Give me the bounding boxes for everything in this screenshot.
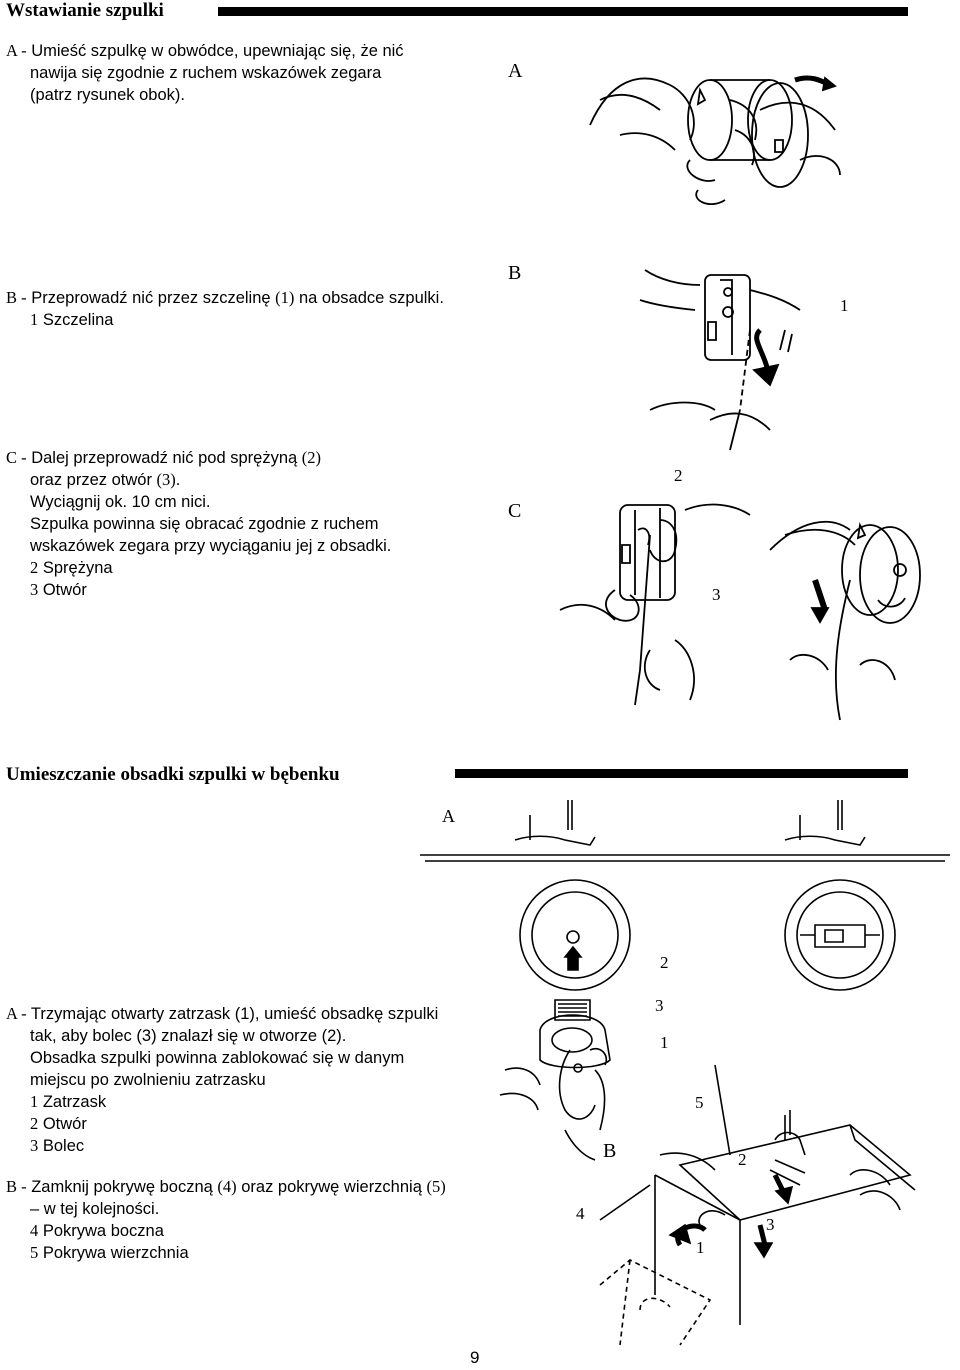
page-number: 9 xyxy=(470,1348,480,1367)
bobbin-insert-illustration xyxy=(580,40,880,210)
text-line: wskazówek zegara przy wyciąganiu jej z o… xyxy=(30,537,392,555)
legend-text: Pokrywa wierzchnia xyxy=(42,1244,189,1262)
text-line: Szpulka powinna się obracać zgodnie z ru… xyxy=(30,515,379,533)
legend-number: 3 xyxy=(30,1136,39,1155)
reference-number: (1) xyxy=(275,288,295,307)
step-b-text: B - Przeprowadź nić przez szczelinę (1) … xyxy=(6,287,444,331)
figure-label-a2: A xyxy=(442,806,455,826)
bobbin-case-slot-illustration xyxy=(620,260,840,450)
heading-rule xyxy=(455,769,908,778)
figure-label-a: A xyxy=(508,60,523,82)
text-line: Trzymając otwarty zatrzask (1), umieść o… xyxy=(30,1005,439,1023)
step-tag: A - xyxy=(6,41,27,60)
bobbin-spring-illustration xyxy=(560,490,950,720)
text-segment: oraz przez otwór xyxy=(30,471,157,489)
text-segment: Zamknij pokrywę boczną xyxy=(31,1178,218,1196)
step-b2-text: B - Zamknij pokrywę boczną (4) oraz pokr… xyxy=(6,1176,446,1264)
text-line: Obsadka szpulki powinna zablokować się w… xyxy=(30,1049,405,1067)
figure-callout-b1: 1 xyxy=(696,1238,705,1257)
legend-number: 1 xyxy=(30,310,39,329)
reference-number: (2) xyxy=(301,448,322,467)
text-line: Umieść szpulkę w obwódce, upewniając się… xyxy=(31,42,404,60)
figure-callout-b3: 3 xyxy=(766,1215,775,1234)
text-line: miejscu po zwolnieniu zatrzasku xyxy=(30,1071,266,1089)
text-line: tak, aby bolec (3) znalazł się w otworze… xyxy=(30,1027,347,1045)
legend-number: 3 xyxy=(30,580,39,599)
cover-closing-illustration xyxy=(600,1045,930,1345)
legend-number: 1 xyxy=(30,1092,39,1111)
text-segment: oraz pokrywę wierzchnią xyxy=(236,1178,427,1196)
step-tag: B - xyxy=(6,288,27,307)
text-segment: Przeprowadź nić przez szczelinę xyxy=(31,289,276,307)
reference-number: (4) xyxy=(217,1177,237,1196)
step-a-text: A - Umieść szpulkę w obwódce, upewniając… xyxy=(6,40,404,106)
figure-label-b2: B xyxy=(603,1140,617,1162)
heading-rule xyxy=(218,7,908,16)
text-segment: . xyxy=(175,471,181,489)
legend-number: 5 xyxy=(30,1243,39,1262)
reference-number: (3) xyxy=(156,470,176,489)
legend-text: Otwór xyxy=(42,1115,87,1133)
text-line: – w tej kolejności. xyxy=(30,1200,160,1218)
figure-label-c: C xyxy=(508,500,522,522)
bobbin-case-latch-illustration xyxy=(500,990,670,1160)
step-tag: C - xyxy=(6,448,27,467)
figure-callout-1: 1 xyxy=(660,1033,669,1052)
text-line: nawija się zgodnie z ruchem wskazówek ze… xyxy=(30,64,382,82)
step-c-text: C - Dalej przeprowadź nić pod sprężyną (… xyxy=(6,447,391,601)
legend-number: 4 xyxy=(30,1221,39,1240)
figure-label-b: B xyxy=(508,262,522,284)
figure-callout-5: 5 xyxy=(695,1093,704,1112)
figure-callout-2: 2 xyxy=(660,953,669,972)
legend-number: 2 xyxy=(30,558,39,577)
legend-text: Sprężyna xyxy=(42,559,113,577)
text-line: Wyciągnij ok. 10 cm nici. xyxy=(30,493,211,511)
legend-text: Zatrzask xyxy=(42,1093,107,1111)
step-tag: B - xyxy=(6,1177,27,1196)
legend-text: Szczelina xyxy=(42,311,114,329)
step-tag: A - xyxy=(6,1004,27,1023)
figure-callout-4: 4 xyxy=(576,1204,585,1223)
figure-callout-2: 2 xyxy=(674,466,683,485)
legend-text: Otwór xyxy=(42,581,87,599)
figure-callout-3: 3 xyxy=(655,996,664,1015)
reference-number: (5) xyxy=(426,1177,446,1196)
figure-callout-1: 1 xyxy=(840,296,849,315)
figure-callout-3: 3 xyxy=(712,585,721,604)
section-heading-bobbin: Wstawianie szpulki xyxy=(6,0,164,21)
figure-callout-b2: 2 xyxy=(738,1150,747,1169)
hook-race-illustration xyxy=(420,795,950,1005)
text-line: (patrz rysunek obok). xyxy=(30,86,185,104)
section-heading-bobbin-case: Umieszczanie obsadki szpulki w bębenku xyxy=(6,764,340,785)
text-segment: Dalej przeprowadź nić pod sprężyną xyxy=(31,449,302,467)
step-a2-text: A - Trzymając otwarty zatrzask (1), umie… xyxy=(6,1003,438,1157)
legend-text: Pokrywa boczna xyxy=(42,1222,164,1240)
text-segment: na obsadce szpulki. xyxy=(294,289,444,307)
legend-number: 2 xyxy=(30,1114,39,1133)
legend-text: Bolec xyxy=(42,1137,85,1155)
